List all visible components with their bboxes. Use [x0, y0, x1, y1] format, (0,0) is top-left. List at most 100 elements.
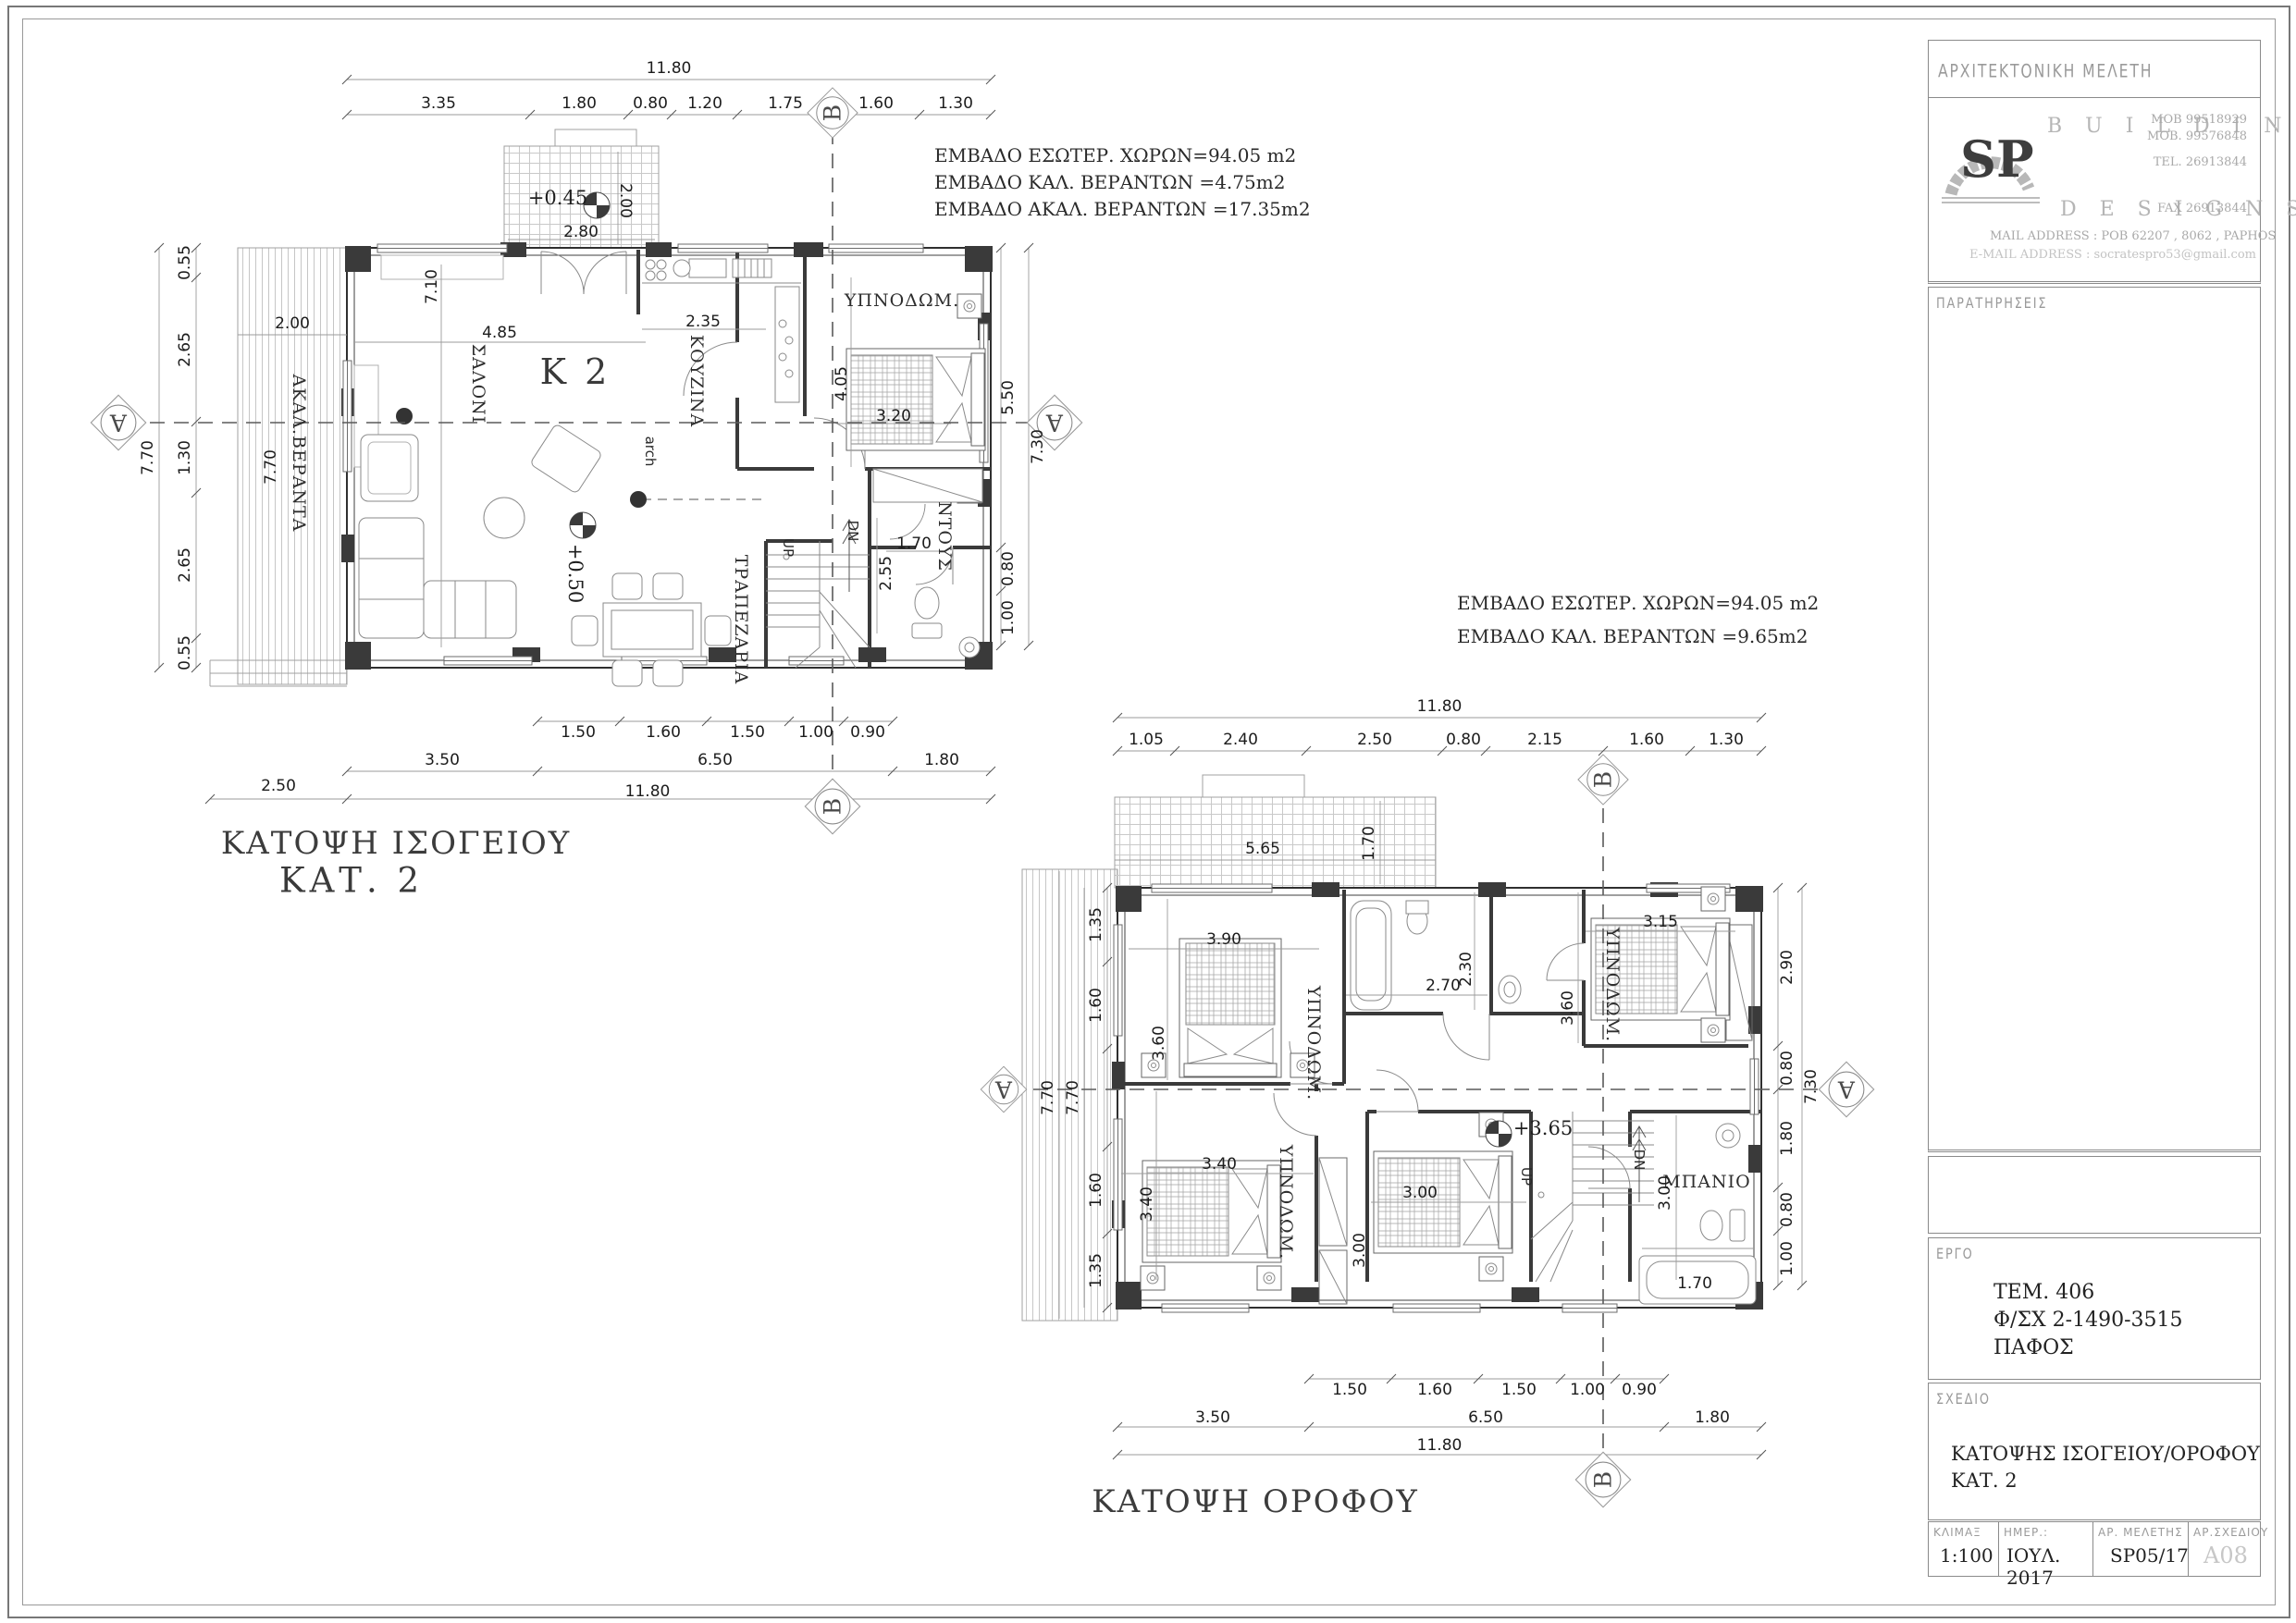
dimension-label: 1.70 — [896, 535, 932, 553]
dimension-label: 11.80 — [646, 59, 692, 78]
dimension-label: 1.00 — [798, 723, 833, 742]
dimension-label: 2.00 — [616, 183, 635, 218]
scale-value: 1:100 — [1940, 1544, 1994, 1567]
spare-box — [1928, 1156, 2261, 1234]
room-label: ΚΟΥΖΙΝΑ — [686, 334, 707, 428]
dimension-label: 1.60 — [646, 723, 681, 742]
direction-label: arch — [642, 436, 659, 467]
section-marker-letter: A — [994, 1076, 1013, 1103]
ground-floor-plan — [90, 74, 1083, 835]
scale-cell: ΚΛΙΜΑΞ 1:100 — [1928, 1521, 2000, 1577]
upper-floor-areas: ΕΜΒΑΔΟ ΕΣΩΤΕΡ. ΧΩΡΩΝ=94.05 m2 ΕΜΒΑΔΟ ΚΑΛ… — [1457, 586, 1819, 653]
dimension-label: 0.80 — [1778, 1192, 1796, 1227]
direction-label: DN — [845, 520, 861, 542]
upper-floor-plan — [980, 712, 1875, 1508]
upper-veranda-hatch — [1021, 774, 1437, 1322]
dimension-label: 1.35 — [1087, 1253, 1105, 1288]
date-value: ΙΟΥΛ. 2017 — [2006, 1544, 2061, 1589]
level-label: +3.65 — [1512, 1117, 1574, 1139]
ground-stairs — [766, 519, 870, 669]
dimension-label: 1.30 — [938, 94, 973, 113]
dimension-label: 11.80 — [1416, 1436, 1463, 1455]
ground-floor-areas: ΕΜΒΑΔΟ ΕΣΩΤΕΡ. ΧΩΡΩΝ=94.05 m2 ΕΜΒΑΔΟ ΚΑΛ… — [934, 142, 1311, 223]
upper-dimension-lines — [1058, 712, 1808, 1460]
dimension-label: 1.20 — [687, 94, 722, 113]
dimension-label: 11.80 — [624, 782, 671, 801]
notes-label: ΠΑΡΑΤΗΡΗΣΕΙΣ — [1936, 295, 2048, 313]
room-label: ΥΠΝΟΔΩΜ. — [1303, 985, 1324, 1101]
dimension-label: 0.80 — [1778, 1051, 1796, 1086]
dimension-label: 2.50 — [1357, 731, 1392, 749]
ground-dimension-lines — [154, 74, 1034, 805]
dimension-label: 7.70 — [139, 440, 157, 475]
ground-floor-title: ΚΑΤΟΨΗ ΙΣΟΓΕΙΟΥ — [220, 825, 572, 862]
company-box: SP B U I L D I N G D E S I G N S MOB 995… — [1928, 97, 2296, 284]
dimension-label: 0.80 — [999, 551, 1018, 586]
dimension-label: 1.75 — [768, 94, 803, 113]
direction-label: DN — [1631, 1149, 1648, 1171]
dimension-label: 1.00 — [999, 600, 1018, 635]
unit-title: ΚΑΤ. 2 — [278, 860, 425, 901]
dimension-label: 1.60 — [1087, 988, 1105, 1023]
area-line: ΕΜΒΑΔΟ ΑΚΑΛ. ΒΕΡΑΝΤΩΝ =17.35m2 — [934, 198, 1311, 220]
dimension-label: 2.00 — [275, 314, 310, 333]
area-line: ΕΜΒΑΔΟ ΕΣΩΤΕΡ. ΧΩΡΩΝ=94.05 m2 — [934, 144, 1297, 166]
dimension-label: 2.50 — [261, 777, 296, 795]
section-marker-letter: B — [819, 797, 846, 816]
dimension-label: 1.50 — [1501, 1381, 1537, 1399]
dimension-label: 1.50 — [1332, 1381, 1367, 1399]
dimension-label: 1.00 — [1570, 1381, 1605, 1399]
dimension-label: 3.60 — [1150, 1026, 1168, 1061]
company-name-line1: B U I L D I N G — [2047, 115, 2296, 138]
area-line: ΕΜΒΑΔΟ ΕΣΩΤΕΡ. ΧΩΡΩΝ=94.05 m2 — [1457, 592, 1820, 614]
upper-furniture — [1140, 886, 1757, 1305]
dimension-label: 1.60 — [1417, 1381, 1452, 1399]
dimension-label: 6.50 — [1468, 1408, 1503, 1427]
dimension-label: 4.05 — [833, 366, 851, 401]
study-number-label: ΑΡ. ΜΕΛΕΤΗΣ — [2098, 1526, 2183, 1539]
dimension-label: 2.15 — [1527, 731, 1562, 749]
upper-floor-title: ΚΑΤΟΨΗ ΟΡΟΦΟΥ — [1092, 1483, 1419, 1520]
direction-label: UP — [780, 537, 796, 558]
dimension-label: 1.30 — [176, 440, 194, 475]
room-label: ΥΠΝΟΔΩΜ. — [844, 290, 960, 311]
dimension-label: 0.55 — [176, 635, 194, 670]
project-line: ΤΕΜ. 406 — [1994, 1281, 2095, 1304]
level-label: +0.50 — [564, 543, 586, 604]
project-label: ΕΡΓΟ — [1936, 1246, 1974, 1263]
dimension-label: 0.90 — [850, 723, 885, 742]
dimension-label: 1.00 — [1778, 1241, 1796, 1276]
dimension-label: 1.70 — [1360, 826, 1378, 861]
project-line: ΠΑΦΟΣ — [1994, 1336, 2074, 1359]
company-initials: SP — [1960, 129, 2034, 189]
dimension-label: 1.80 — [1695, 1408, 1730, 1427]
room-label: ΥΠΝΟΔΩΜ. — [1602, 927, 1623, 1043]
ground-furniture — [358, 258, 986, 687]
dimension-label: 7.30 — [1029, 429, 1047, 464]
dimension-label: 7.10 — [423, 269, 441, 304]
room-label: ΝΤΟΥΣ — [934, 501, 955, 572]
sheet-number-label: ΑΡ.ΣΧΕΔΙΟΥ — [2193, 1526, 2269, 1539]
upper-section-lines — [985, 760, 1859, 1496]
title-block-header: ΑΡΧΙΤΕΚΤΟΝΙΚΗ ΜΕΛΕΤΗ — [1938, 61, 2154, 82]
dimension-label: 3.20 — [876, 407, 911, 425]
dimension-label: 0.55 — [176, 245, 194, 280]
room-label: ΑΚΑΛ.ΒΕΡΑΝΤΑ — [289, 374, 309, 533]
dimension-label: 4.85 — [482, 324, 517, 342]
dimension-label: 2.40 — [1223, 731, 1258, 749]
dimension-label: 1.30 — [1709, 731, 1744, 749]
dimension-label: 0.80 — [1446, 731, 1481, 749]
dimension-label: 3.00 — [1656, 1175, 1674, 1211]
contact-email: E-MAIL ADDRESS : socratespro53@gmail.com — [1969, 248, 2256, 262]
section-marker-letter: A — [1045, 409, 1064, 436]
dimension-label: 7.30 — [1802, 1069, 1821, 1104]
dimension-label: 2.35 — [685, 313, 721, 331]
dimension-label: 3.35 — [421, 94, 456, 113]
room-label: ΣΑΛΟΝΙ — [468, 343, 488, 424]
drawing-line: ΚΑΤ. 2 — [1951, 1469, 2018, 1492]
study-number-value: SP05/17 — [2110, 1544, 2189, 1567]
upper-windows — [1113, 883, 1759, 1313]
contact-mob1: MOB 99518929 — [2151, 113, 2247, 127]
